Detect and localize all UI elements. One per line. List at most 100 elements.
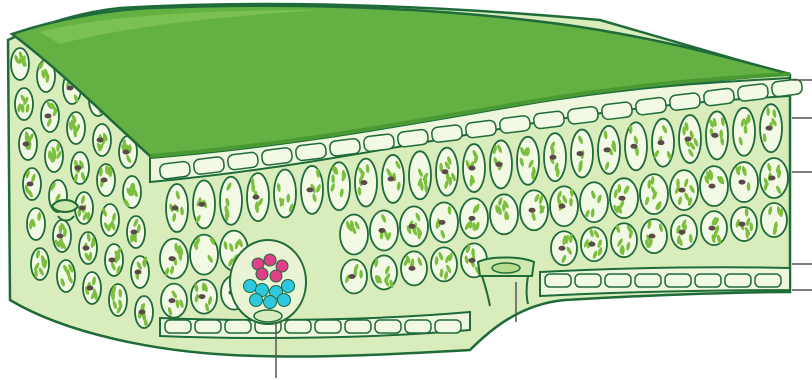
upper-epidermis-cell — [465, 120, 497, 139]
upper-epidermis-cell — [227, 152, 259, 171]
upper-epidermis-cell — [431, 124, 463, 143]
nucleus — [83, 246, 90, 251]
phloem-cell — [264, 254, 276, 266]
lower-epidermis-cell — [375, 320, 401, 333]
lower-epidermis-cell — [405, 320, 431, 333]
upper-epidermis-cell — [329, 138, 361, 157]
vascular-bundle — [230, 240, 306, 324]
nucleus — [101, 178, 108, 183]
lower-epidermis-cell — [725, 274, 751, 287]
spongy-cell — [580, 182, 608, 222]
lower-epidermis-cell — [315, 320, 341, 333]
phloem-cell — [256, 268, 268, 280]
nucleus — [79, 206, 86, 211]
phloem-cell — [270, 270, 282, 282]
upper-epidermis-cell — [397, 129, 429, 148]
nucleus — [87, 286, 94, 291]
upper-epidermis-cell — [159, 161, 191, 180]
nucleus — [577, 151, 584, 156]
lower-epidermis-cell — [545, 274, 571, 287]
nucleus — [75, 166, 82, 171]
nucleus — [409, 266, 416, 271]
nucleus — [559, 204, 566, 209]
xylem-cell — [282, 280, 295, 293]
nucleus — [388, 176, 395, 181]
nucleus — [97, 138, 104, 143]
upper-epidermis-cell — [737, 83, 769, 102]
xylem-cell — [250, 294, 263, 307]
chloroplast — [359, 270, 363, 279]
upper-epidermis-cell — [771, 79, 803, 98]
lower-epidermis-cell — [695, 274, 721, 287]
chloroplast — [618, 184, 622, 193]
lower-epidermis-cell — [285, 320, 311, 333]
lower-epidermis-cell — [665, 274, 691, 287]
upper-epidermis-cell — [193, 156, 225, 175]
spongy-cell — [431, 247, 457, 281]
lower-epidermis-cell — [195, 320, 221, 333]
nucleus — [469, 258, 476, 263]
lower-epidermis-cell — [225, 320, 251, 333]
nucleus — [135, 270, 142, 275]
upper-epidermis-cell — [601, 101, 633, 120]
palisade-cell — [733, 108, 755, 156]
nucleus — [550, 155, 557, 160]
lower-epidermis-cell — [755, 274, 781, 287]
nucleus — [442, 169, 449, 174]
xylem-cell — [278, 294, 291, 307]
nucleus — [739, 180, 746, 185]
nucleus — [379, 228, 386, 233]
nucleus — [169, 256, 176, 261]
nucleus — [709, 184, 716, 189]
nucleus — [349, 274, 356, 279]
upper-epidermis-cell — [567, 106, 599, 125]
nucleus — [529, 208, 536, 213]
palisade-cell — [274, 169, 296, 217]
nucleus — [27, 182, 34, 187]
nucleus — [57, 234, 64, 239]
nucleus — [739, 222, 746, 227]
nucleus — [307, 187, 314, 192]
nucleus — [109, 258, 116, 263]
nucleus — [199, 294, 206, 299]
upper-epidermis-cell — [533, 111, 565, 130]
xylem-cell — [264, 296, 277, 309]
sheath-cell — [254, 310, 282, 322]
chloroplast — [449, 177, 453, 186]
lower-epidermis-cell — [345, 320, 371, 333]
nucleus — [679, 230, 686, 235]
nucleus — [23, 142, 30, 147]
lower-epidermis-cell — [575, 274, 601, 287]
nucleus — [604, 147, 611, 152]
nucleus — [172, 205, 179, 210]
lower-epidermis-cell — [165, 320, 191, 333]
upper-epidermis-cell — [703, 88, 735, 107]
upper-epidermis-cell — [363, 133, 395, 152]
nucleus — [559, 246, 566, 251]
nucleus — [685, 137, 692, 142]
nucleus — [712, 133, 719, 138]
nucleus — [631, 144, 638, 149]
spongy-cell — [340, 214, 368, 254]
lower-epidermis-cell — [605, 274, 631, 287]
nucleus — [679, 188, 686, 193]
nucleus — [67, 86, 74, 91]
upper-epidermis-cell — [635, 97, 667, 116]
nucleus — [439, 220, 446, 225]
upper-epidermis-cell — [499, 115, 531, 134]
nucleus — [123, 150, 130, 155]
nucleus — [169, 298, 176, 303]
nucleus — [361, 180, 368, 185]
nucleus — [469, 166, 476, 171]
nucleus — [496, 162, 503, 167]
nucleus — [766, 126, 773, 131]
nucleus — [769, 176, 776, 181]
side-cell — [57, 260, 75, 292]
upper-epidermis-cell — [261, 147, 293, 166]
nucleus — [709, 226, 716, 231]
nucleus — [409, 224, 416, 229]
nucleus — [139, 310, 146, 315]
nucleus — [469, 216, 476, 221]
